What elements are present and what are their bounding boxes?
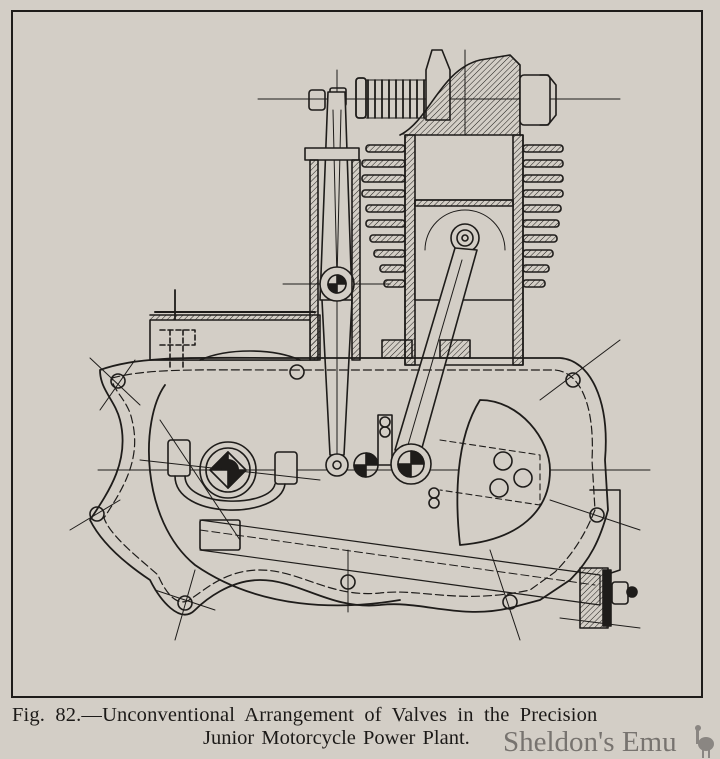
valve-rocker-assembly [308, 87, 355, 477]
emu-icon [695, 725, 714, 758]
flywheel [439, 399, 551, 546]
caption-line-2: Junior Motorcycle Power Plant. [203, 727, 470, 749]
figure-frame [11, 10, 703, 698]
cooling-fins-left [361, 144, 406, 288]
caption-line-1: Fig. 82.—Unconventional Arrangement of V… [12, 704, 598, 726]
bolt-center-lines [69, 339, 641, 641]
engine-section-drawing [69, 49, 651, 641]
valve-spring [355, 77, 427, 119]
output-shaft [199, 489, 641, 629]
cylinder-barrel [361, 134, 564, 366]
camshaft-assembly [139, 419, 321, 551]
crankcase-flange [149, 311, 471, 371]
cooling-fins-right [522, 144, 564, 288]
center-lines [97, 49, 651, 471]
crankshaft [390, 443, 440, 509]
watermark-text: Sheldon's Emu [503, 726, 677, 758]
cylinder-head [399, 49, 557, 136]
small-gears [353, 414, 393, 478]
figure-caption: Fig. 82.—Unconventional Arrangement of V… [0, 704, 720, 750]
